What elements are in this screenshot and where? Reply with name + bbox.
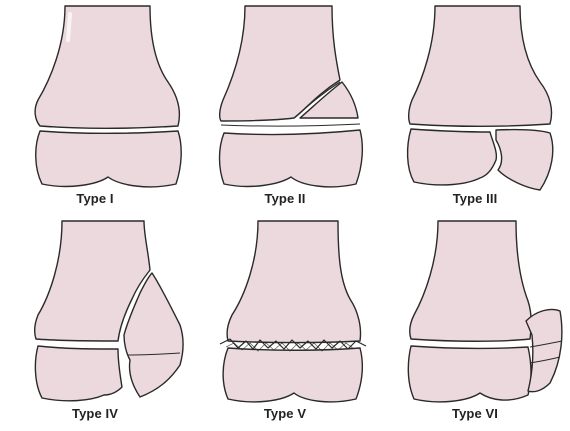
- epiphysis: [223, 348, 362, 402]
- perichondral-fragment: [526, 309, 562, 391]
- label-type-6: Type VI: [380, 406, 570, 421]
- bone-illustration-type-6: [380, 215, 570, 430]
- panel-type-3: Type III: [380, 0, 570, 215]
- growth-plate-gap: [221, 124, 360, 126]
- metaphysis: [409, 6, 552, 126]
- bone-illustration-type-1: [0, 0, 190, 215]
- metaphysis: [35, 6, 179, 128]
- bone-illustration-type-2: [190, 0, 380, 215]
- epiphysis: [220, 130, 363, 187]
- bone-illustration-type-5: [190, 215, 380, 430]
- label-type-2: Type II: [190, 191, 380, 206]
- panel-type-5: Type V: [190, 215, 380, 430]
- epiphysis: [36, 131, 181, 187]
- label-type-1: Type I: [0, 191, 190, 206]
- epiphysis: [35, 346, 122, 401]
- panel-type-1: Type I: [0, 0, 190, 215]
- panel-type-2: Type II: [190, 0, 380, 215]
- panel-type-6: Type VI: [380, 215, 570, 430]
- bone-illustration-type-3: [380, 0, 570, 215]
- panel-type-4: Type IV: [0, 215, 190, 430]
- label-type-5: Type V: [190, 406, 380, 421]
- bone-illustration-type-4: [0, 215, 190, 430]
- shaft-highlight: [68, 14, 70, 40]
- metaphysis: [410, 221, 532, 341]
- label-type-4: Type IV: [0, 406, 190, 421]
- label-type-3: Type III: [380, 191, 570, 206]
- epiphysis-lateral-fragment: [496, 130, 553, 190]
- epiphysis: [408, 346, 531, 402]
- epiphysis-medial: [408, 129, 497, 185]
- metaphysis: [227, 221, 360, 343]
